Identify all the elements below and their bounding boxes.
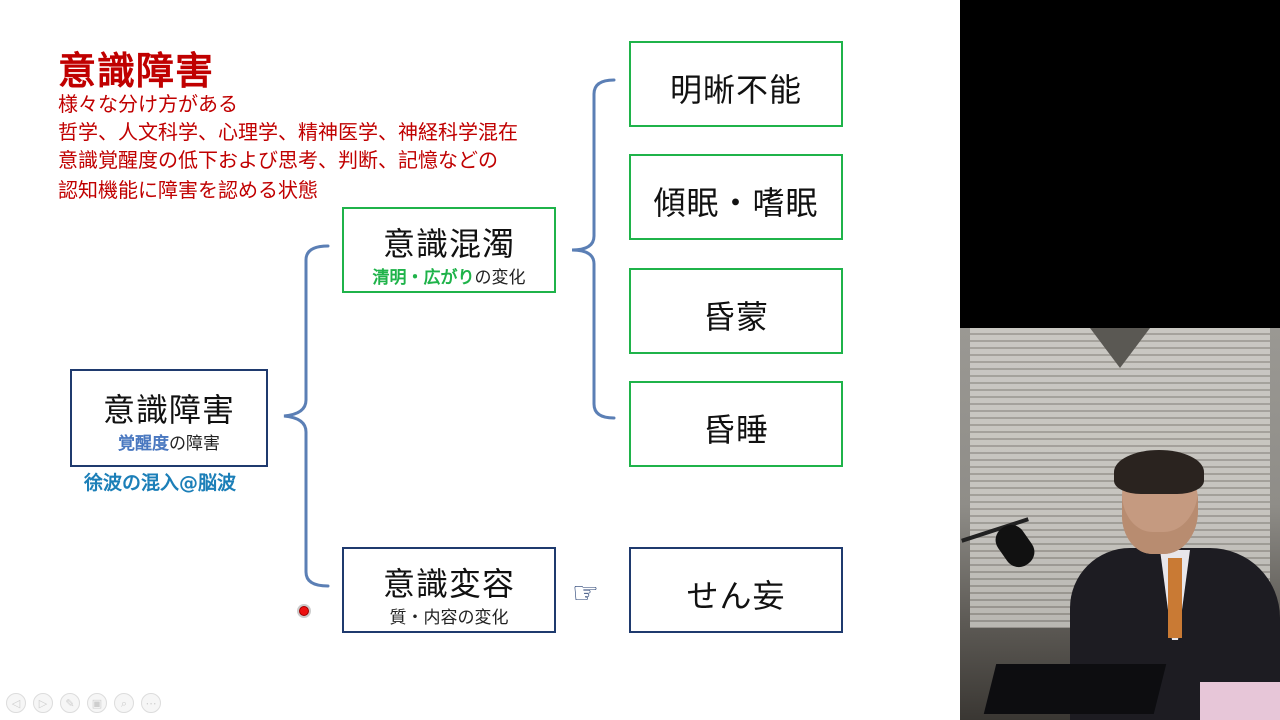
desc-line-1: 様々な分け方がある	[58, 92, 238, 116]
next-slide-button[interactable]: ▷	[33, 693, 53, 713]
root-sublabel: 覚醒度の障害	[72, 429, 266, 454]
delirium-label: せん妄	[686, 577, 786, 615]
root-note: 徐波の混入@脳波	[84, 472, 237, 494]
paper-document	[1200, 682, 1280, 720]
pen-icon[interactable]: ✎	[60, 693, 80, 713]
previous-slide-button[interactable]: ◁	[6, 693, 26, 713]
branch1-label: 意識混濁	[382, 225, 515, 263]
zoom-icon[interactable]: ⌕	[114, 693, 134, 713]
item-box-2: 傾眠・嗜眠	[629, 154, 843, 240]
item-label-4: 昏睡	[702, 411, 769, 449]
slideshow-toolbar: ◁ ▷ ✎ ▣ ⌕ ⋯	[6, 693, 161, 715]
root-sub-keyword: 覚醒度	[118, 434, 169, 454]
branch1-bracket	[571, 78, 616, 420]
presenter-camera-feed	[960, 328, 1280, 720]
branch1-sublabel: 清明・広がりの変化	[344, 263, 554, 288]
branch1-box: 意識混濁 清明・広がりの変化	[342, 207, 556, 293]
item-box-1: 明晰不能	[629, 41, 843, 127]
presentation-slide: 意識障害 様々な分け方がある 哲学、人文科学、心理学、精神医学、神経科学混在 意…	[0, 0, 960, 720]
presenter	[1070, 450, 1280, 720]
slide-title: 意識障害	[58, 49, 215, 93]
branch1-sub-keyword: 清明・広がり	[372, 268, 475, 288]
item-label-1: 明晰不能	[669, 71, 802, 109]
root-bracket	[283, 244, 330, 588]
branch1-sub-rest: の変化	[474, 268, 526, 288]
root-label: 意識障害	[102, 391, 235, 429]
laptop	[983, 664, 1167, 714]
branch2-label: 意識変容	[382, 565, 515, 603]
branch2-sublabel: 質・内容の変化	[389, 608, 509, 628]
branch2-box: 意識変容 質・内容の変化	[342, 547, 556, 633]
desc-line-3: 意識覚醒度の低下および思考、判断、記憶などの	[58, 148, 498, 172]
pointing-hand-icon: ☞	[572, 576, 599, 611]
item-box-3: 昏蒙	[629, 268, 843, 354]
slides-grid-icon[interactable]: ▣	[87, 693, 107, 713]
item-box-4: 昏睡	[629, 381, 843, 467]
desc-line-4: 認知機能に障害を認める状態	[58, 178, 318, 202]
laser-pointer-icon	[297, 604, 311, 618]
delirium-box: せん妄	[629, 547, 843, 633]
desc-line-2: 哲学、人文科学、心理学、精神医学、神経科学混在	[58, 120, 518, 144]
item-label-3: 昏蒙	[702, 298, 769, 336]
video-panel	[960, 0, 1280, 720]
root-sub-rest: の障害	[169, 434, 220, 454]
item-label-2: 傾眠・嗜眠	[653, 184, 819, 222]
more-options-icon[interactable]: ⋯	[141, 693, 161, 713]
root-box: 意識障害 覚醒度の障害	[70, 369, 268, 467]
